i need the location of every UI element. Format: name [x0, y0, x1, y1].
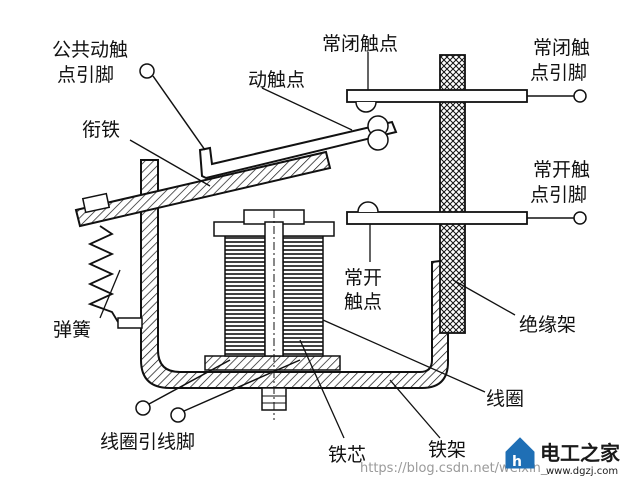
coil-left [224, 235, 266, 357]
watermark-url: https://blog.csdn.net/weixin_ [360, 461, 548, 476]
site-logo: h 电工之家 www.dgzj.com [505, 437, 621, 477]
label-coil: 线圈 [486, 388, 524, 410]
svg-text:h: h [512, 454, 522, 470]
moving-contact-blade [198, 120, 398, 180]
label-common-contact-pin-1: 公共动触 [52, 39, 128, 61]
spring [87, 225, 119, 323]
coil-lead-pin-2 [170, 407, 186, 423]
logo-house-icon [505, 437, 535, 469]
label-spring: 弹簧 [53, 319, 91, 341]
nc-contact-arm [346, 89, 528, 103]
label-coil-lead-pins: 线圈引线脚 [100, 431, 195, 453]
no-pin-terminal [573, 211, 587, 225]
label-nc-pin-2: 点引脚 [530, 62, 587, 84]
no-fixed-contact [357, 201, 379, 213]
label-no-contact-1: 常开 [344, 267, 382, 289]
iron-frame [140, 159, 449, 389]
label-no-pin-1: 常开触 [533, 159, 590, 181]
nc-pin-terminal [573, 89, 587, 103]
common-pin-terminal [139, 63, 155, 79]
label-nc-pin-1: 常闭触 [533, 37, 590, 59]
label-iron-core: 铁芯 [328, 444, 366, 466]
label-iron-frame: 铁架 [428, 439, 466, 461]
logo-name: 电工之家 [540, 441, 621, 465]
moving-contact-bottom [367, 129, 389, 151]
armature-pivot-block [81, 192, 111, 214]
label-moving-contact: 动触点 [248, 69, 305, 91]
nc-fixed-contact [355, 101, 377, 113]
label-armature: 衔铁 [82, 119, 120, 141]
no-contact-arm [346, 211, 528, 225]
label-common-contact-pin-2: 点引脚 [57, 64, 114, 86]
armature-bar [74, 150, 332, 228]
coil-right [282, 235, 324, 357]
coil-lead-pin-1 [135, 400, 151, 416]
label-nc-contact: 常闭触点 [322, 33, 398, 55]
label-insulating-frame: 绝缘架 [519, 314, 576, 336]
spring-mount [117, 317, 143, 329]
label-no-contact-2: 触点 [344, 291, 382, 313]
label-no-pin-2: 点引脚 [530, 184, 587, 206]
logo-url: www.dgzj.com [546, 466, 618, 477]
